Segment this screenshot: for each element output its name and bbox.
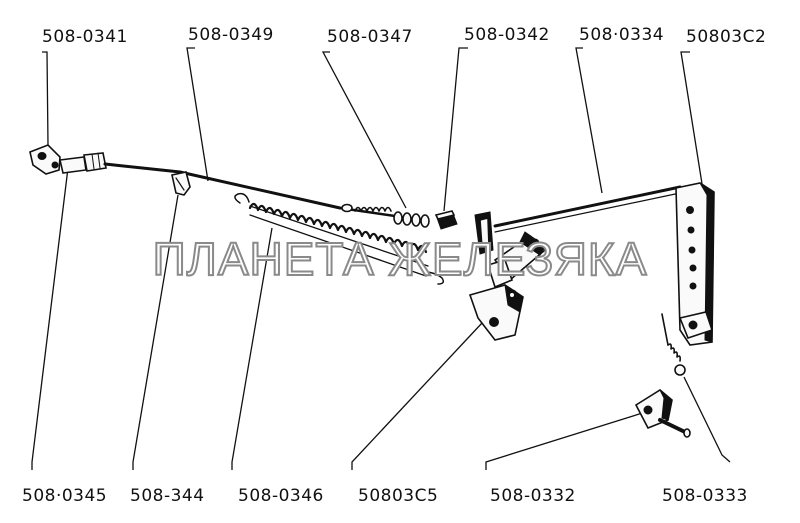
label-50803C2: 50803С2 bbox=[686, 27, 766, 47]
leader-50803C2 bbox=[680, 51, 704, 191]
block-508-0342 bbox=[434, 210, 458, 230]
leader-508-0346 bbox=[231, 227, 273, 470]
linkage-50803C5 bbox=[468, 211, 547, 341]
leader-508-0341 bbox=[42, 51, 49, 146]
leader-508-0333 bbox=[683, 376, 731, 463]
top-labels: 508-0341 508-0349 508-0347 508-0342 508·… bbox=[42, 25, 766, 47]
rod-508-0334 bbox=[493, 185, 682, 233]
spring-508-0333 bbox=[661, 313, 686, 376]
watermark-text: ПЛАНЕТА ЖЕЛЕЗЯКА bbox=[153, 233, 648, 285]
label-508-0334: 508·0334 bbox=[579, 25, 664, 45]
label-508-0342: 508-0342 bbox=[464, 25, 550, 45]
leader-508-0342 bbox=[443, 47, 468, 212]
leader-508-0347 bbox=[321, 51, 407, 209]
label-508-0341: 508-0341 bbox=[42, 27, 128, 47]
label-508-0345: 508·0345 bbox=[22, 486, 107, 506]
adjuster-508-0345 bbox=[59, 152, 107, 174]
leader-508-344 bbox=[132, 194, 179, 470]
rod-508-0349 bbox=[103, 162, 397, 218]
bracket-50803C2 bbox=[675, 182, 715, 346]
label-508-344: 508-344 bbox=[130, 486, 205, 506]
leader-508-0349 bbox=[186, 47, 209, 182]
label-508-0347: 508-0347 bbox=[327, 27, 413, 47]
label-508-0333: 508-0333 bbox=[662, 486, 748, 506]
label-508-0346: 508-0346 bbox=[238, 486, 324, 506]
leader-508-0345 bbox=[31, 167, 69, 470]
leader-508-0332 bbox=[485, 409, 653, 470]
bottom-labels: 508·0345 508-344 508-0346 50803С5 508-03… bbox=[22, 486, 748, 506]
clevis-508-0341 bbox=[29, 144, 61, 175]
clip-508-344 bbox=[171, 171, 191, 196]
leader-508-0334 bbox=[575, 47, 603, 194]
label-508-0332: 508-0332 bbox=[490, 486, 576, 506]
label-508-0349: 508-0349 bbox=[188, 25, 274, 45]
leader-lines bbox=[31, 47, 731, 470]
label-50803C5: 50803С5 bbox=[358, 486, 438, 506]
spring-508-0347 bbox=[354, 206, 430, 228]
lever-508-0332 bbox=[634, 389, 691, 438]
spring-508-0346 bbox=[234, 192, 445, 285]
leader-50803C5 bbox=[351, 322, 483, 470]
